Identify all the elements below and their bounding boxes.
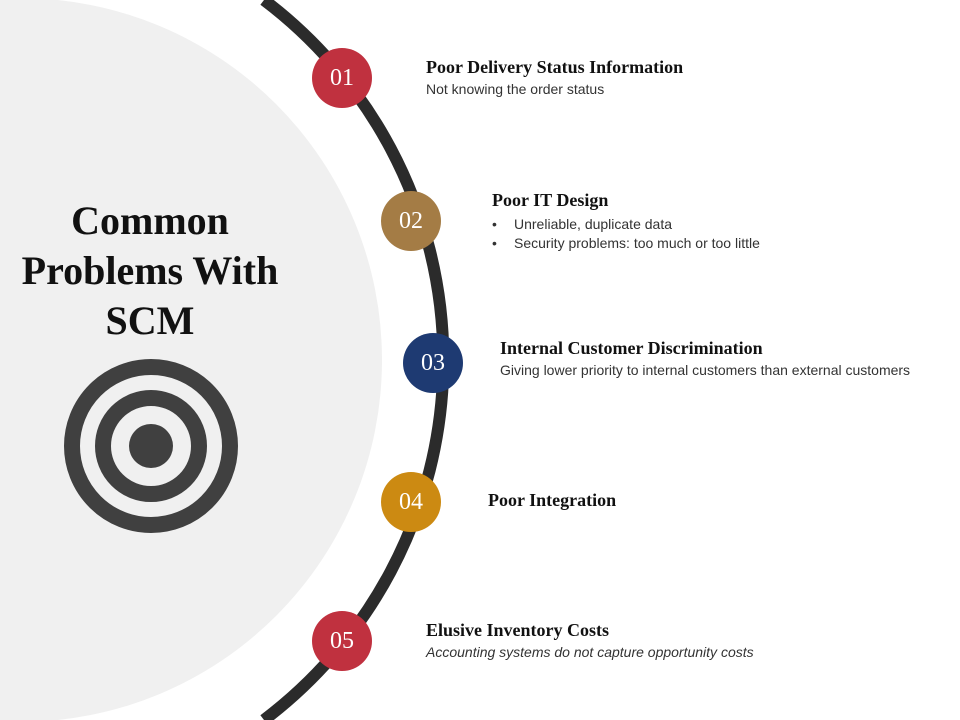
- item-1: Poor Delivery Status Information Not kno…: [426, 57, 926, 98]
- bullet-item: Unreliable, duplicate data: [492, 215, 932, 234]
- badge-02: 02: [381, 191, 441, 251]
- left-panel: [0, 0, 382, 720]
- badge-03: 03: [403, 333, 463, 393]
- badge-01: 01: [312, 48, 372, 108]
- item-title: Poor Integration: [488, 490, 617, 510]
- item-title: Internal Customer Discrimination: [500, 338, 763, 358]
- item-2: Poor IT Design Unreliable, duplicate dat…: [492, 190, 932, 253]
- item-description: Accounting systems do not capture opport…: [426, 644, 754, 660]
- item-5: Elusive Inventory Costs Accounting syste…: [426, 620, 926, 661]
- target-icon: [64, 359, 238, 533]
- item-title: Elusive Inventory Costs: [426, 620, 610, 640]
- item-bullets: Unreliable, duplicate data Security prob…: [492, 215, 932, 253]
- item-title: Poor Delivery Status Information: [426, 57, 684, 77]
- item-4: Poor Integration: [488, 490, 908, 511]
- page-title: Common Problems With SCM: [21, 198, 279, 343]
- badge-04: 04: [381, 472, 441, 532]
- item-description: Giving lower priority to internal custom…: [500, 362, 911, 378]
- item-description: Not knowing the order status: [426, 81, 605, 97]
- bullet-item: Security problems: too much or too littl…: [492, 234, 932, 253]
- item-title: Poor IT Design: [492, 190, 609, 210]
- badge-05: 05: [312, 611, 372, 671]
- item-3: Internal Customer Discrimination Giving …: [500, 338, 920, 379]
